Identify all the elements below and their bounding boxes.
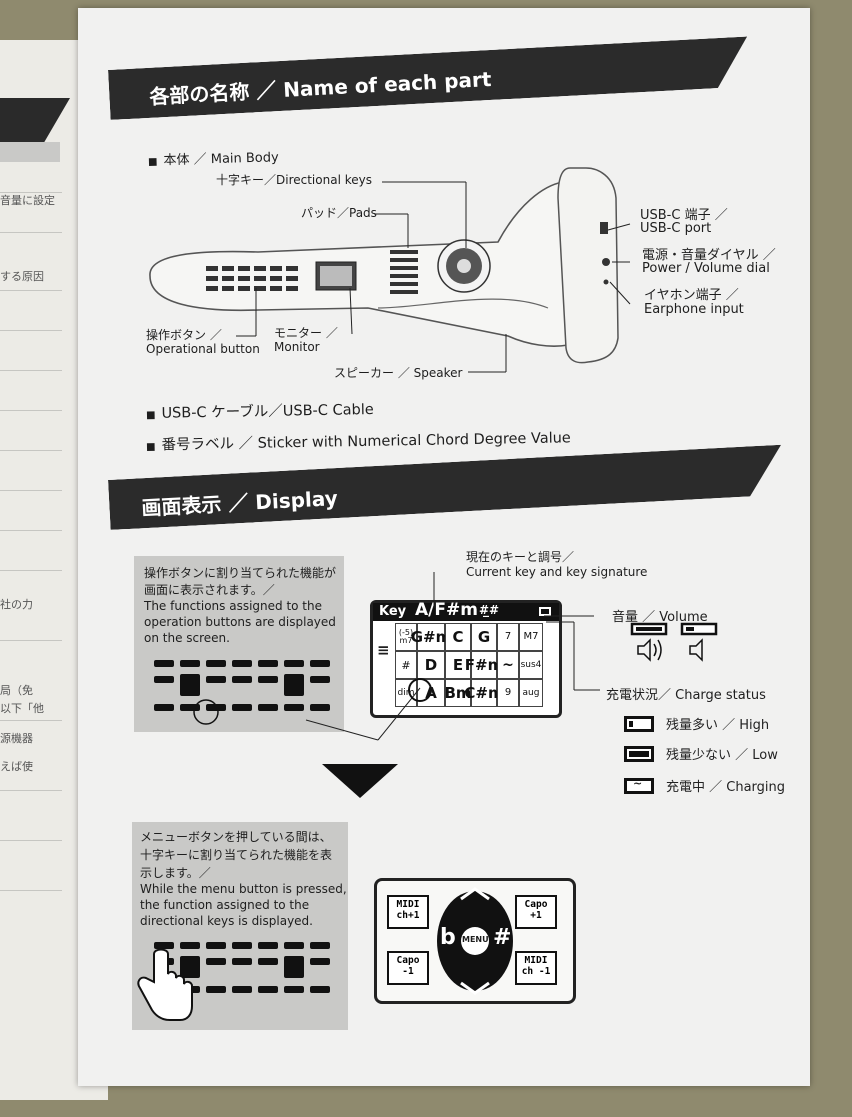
assigned-functions-box: 操作ボタンに割り当てられた機能が 画面に表示されます。／ The functio… xyxy=(134,556,344,732)
capo-up-box: Capo +1 xyxy=(515,895,557,929)
menu-text-jp-2: 十字キーに割り当てられた機能を表 xyxy=(140,848,333,862)
charge-low-text: 残量少ない ／ Low xyxy=(666,748,778,763)
section-header-band: 各部の名称 ／ Name of each part xyxy=(108,37,750,120)
left-page-text: 以下「他 xyxy=(0,702,44,715)
item-sticker: ■番号ラベル ／ Sticker with Numerical Chord De… xyxy=(145,430,571,454)
volume-label: 音量 ／ Volume xyxy=(612,610,708,625)
assigned-text-en-2: operation buttons are displayed xyxy=(144,615,336,629)
charge-status-label: 充電状況／ Charge status xyxy=(606,688,766,703)
pointing-hand-icon xyxy=(137,948,193,1021)
menu-text-en-2: the function assigned to the xyxy=(140,898,310,912)
chord-cell: aug xyxy=(519,679,543,707)
midi-ch-up-box: MIDI ch+1 xyxy=(387,895,429,929)
midi-ch-down-box: MIDI ch -1 xyxy=(515,951,557,985)
charge-high-row: 残量多い ／ High xyxy=(624,714,769,733)
key-signature: #̲# xyxy=(479,603,500,617)
charge-charging-row: ~ 充電中 ／ Charging xyxy=(624,776,785,795)
menu-button-grid-diagram xyxy=(137,942,330,1021)
chord-cell: M7 xyxy=(519,623,543,651)
key-label: Key xyxy=(379,604,407,619)
operational-buttons xyxy=(206,266,298,291)
operational-button-label-jp: 操作ボタン ／ xyxy=(146,328,222,342)
button-grid-diagram xyxy=(154,660,330,725)
manual-page: 各部の名称 ／ Name of each part ■本体 ／ Main Bod… xyxy=(78,8,810,1086)
battery-high-icon xyxy=(624,715,654,732)
left-page-text: 局（免 xyxy=(0,684,33,697)
menu-text-jp-3: 示します。／ xyxy=(140,866,211,880)
left-page-text: えば使 xyxy=(0,760,33,773)
screen-callout-lines xyxy=(305,572,435,741)
assigned-text-jp-2: 画面に表示されます。／ xyxy=(144,583,275,597)
speaker-label: スピーカー ／ Speaker xyxy=(334,366,463,380)
device-diagram xyxy=(149,167,631,373)
chord-cell: ~ xyxy=(497,651,519,679)
power-dial-label-en: Power / Volume dial xyxy=(642,261,770,276)
battery-low-icon xyxy=(624,745,654,762)
assigned-text-en-3: on the screen. xyxy=(144,631,230,645)
left-page-text: 源機器 xyxy=(0,732,33,745)
menu-lcd-screen: b # MENU MIDI ch+1 Capo +1 Capo -1 MIDI … xyxy=(374,878,576,1004)
earphone-label-en: Earphone input xyxy=(644,302,744,317)
left-page-text: 音量に設定 xyxy=(0,194,55,207)
chord-cell: 7 xyxy=(497,623,519,651)
status-callout-lines xyxy=(544,615,600,691)
assigned-text-en-1: The functions assigned to the xyxy=(144,599,323,613)
section-title-parts: 各部の名称 ／ Name of each part xyxy=(148,66,492,109)
menu-text-jp-1: メニューボタンを押している間は、 xyxy=(140,830,332,844)
chord-cell: Bm xyxy=(444,679,472,707)
menu-lines-icon: ≡ xyxy=(377,641,390,659)
usbc-port-label-en: USB-C port xyxy=(640,221,712,236)
menu-explanation-box: メニューボタンを押している間は、 十字キーに割り当てられた機能を表 示します。／… xyxy=(132,822,348,1030)
chord-cell: C#m xyxy=(464,679,504,707)
menu-text-en-3: directional keys is displayed. xyxy=(140,914,313,928)
pads xyxy=(390,250,418,294)
capo-down-box: Capo -1 xyxy=(387,951,429,985)
left-page-text: 社の力 xyxy=(0,598,33,611)
left-page-banner xyxy=(0,98,70,146)
item-usbc-cable: ■USB-C ケーブル／USB-C Cable xyxy=(145,402,374,422)
chord-cell: D xyxy=(417,651,445,679)
sharp-symbol: # xyxy=(493,925,512,950)
operational-button-label-en: Operational button xyxy=(146,342,260,356)
usbc-port-label-jp: USB-C 端子 ／ xyxy=(640,208,728,223)
charge-charging-text: 充電中 ／ Charging xyxy=(666,780,786,795)
chord-grid: (-5) m7 G#m C G 7 M7 # D E F#m ~ sus4 di… xyxy=(395,623,543,707)
monitor-label-jp: モニター ／ xyxy=(274,326,338,340)
assigned-text-jp-1: 操作ボタンに割り当てられた機能が xyxy=(144,566,337,580)
left-page-header-cell xyxy=(0,142,60,162)
chord-cell: F#m xyxy=(465,651,503,679)
menu-text-en-1: While the menu button is pressed, xyxy=(140,882,347,896)
battery-icon xyxy=(539,607,551,616)
chord-cell: sus4 xyxy=(519,651,543,679)
chord-cell: E xyxy=(445,651,471,679)
key-value: A/F#m xyxy=(415,600,478,620)
monitor-label-en: Monitor xyxy=(274,340,320,354)
menu-center-label: MENU xyxy=(462,935,489,944)
directional-keys-label: 十字キー／Directional keys xyxy=(216,173,372,187)
current-key-label-jp: 現在のキーと調号／ xyxy=(466,550,575,564)
chord-cell: (-5) m7 xyxy=(395,623,417,651)
earphone-label-jp: イヤホン端子 ／ xyxy=(644,288,739,303)
volume-indicators xyxy=(630,622,718,662)
down-arrow-icon xyxy=(322,764,398,798)
chord-cell: 9 xyxy=(497,679,519,707)
battery-charging-icon: ~ xyxy=(624,777,654,794)
power-dial-label-jp: 電源・音量ダイヤル ／ xyxy=(642,248,776,263)
section-title-display: 画面表示 ／ Display xyxy=(140,486,339,521)
charge-high-text: 残量多い ／ High xyxy=(666,718,770,733)
left-page-text: する原因 xyxy=(0,270,44,283)
pads-label: パッド／Pads xyxy=(301,206,377,220)
menu-dpad-icon xyxy=(437,887,513,995)
section-header-band: 画面表示 ／ Display xyxy=(108,445,784,530)
current-key-label-en: Current key and key signature xyxy=(466,565,648,579)
chord-cell: # xyxy=(395,651,417,679)
chord-cell: G xyxy=(471,623,497,651)
flat-symbol: b xyxy=(440,925,456,950)
chord-cell: G#m xyxy=(411,623,451,651)
directional-pad xyxy=(437,239,491,293)
lcd-screen: Key A/F#m #̲# ≡ (-5) m7 G#m C G 7 M7 # D… xyxy=(370,600,562,718)
chord-cell: C xyxy=(445,623,471,651)
charge-low-row: 残量少ない ／ Low xyxy=(624,744,778,763)
